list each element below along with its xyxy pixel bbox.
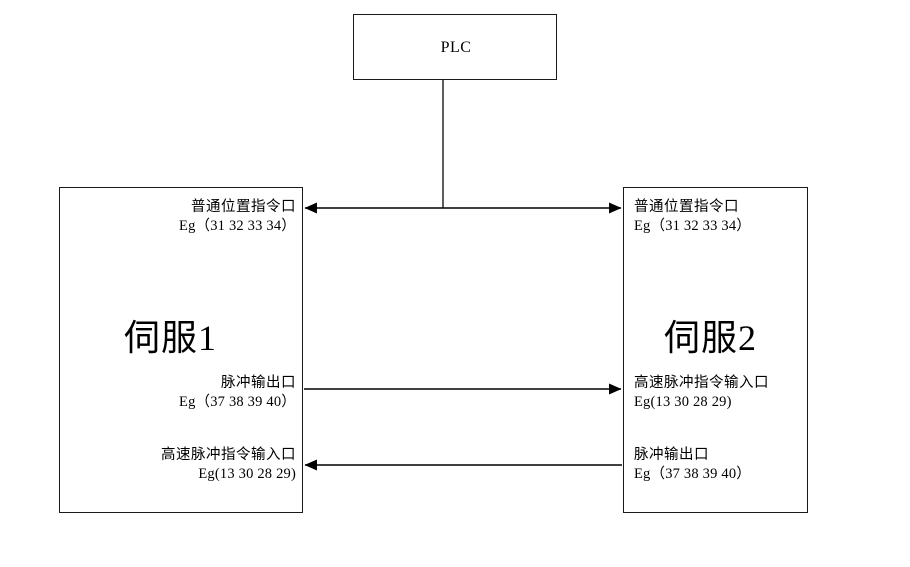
plc-label: PLC (440, 39, 472, 56)
servo2-position-command-port-eg: Eg（31 32 33 34） (634, 218, 751, 235)
servo1-pulse-output-port-eg: Eg（37 38 39 40） (179, 394, 296, 411)
servo1-block[interactable]: 普通位置指令口 Eg（31 32 33 34） 伺服1 脉冲输出口 Eg（37 … (59, 187, 303, 513)
servo2-high-speed-pulse-input-port: 高速脉冲指令输入口 Eg(13 30 28 29) (634, 374, 769, 413)
servo1-title: 伺服1 (124, 318, 218, 358)
servo1-position-command-port: 普通位置指令口 Eg（31 32 33 34） (179, 198, 296, 237)
plc-block[interactable]: PLC (353, 14, 557, 80)
servo1-pulse-output-port: 脉冲输出口 Eg（37 38 39 40） (179, 374, 296, 413)
servo2-high-speed-pulse-input-port-name: 高速脉冲指令输入口 (634, 375, 769, 391)
servo2-position-command-port: 普通位置指令口 Eg（31 32 33 34） (634, 198, 751, 237)
servo2-block[interactable]: 普通位置指令口 Eg（31 32 33 34） 伺服2 高速脉冲指令输入口 Eg… (623, 187, 808, 513)
servo1-high-speed-pulse-input-port-name: 高速脉冲指令输入口 (161, 447, 296, 463)
servo2-pulse-output-port-name: 脉冲输出口 (634, 447, 709, 463)
servo1-position-command-port-eg: Eg（31 32 33 34） (179, 218, 296, 235)
servo1-high-speed-pulse-input-port-eg: Eg(13 30 28 29) (198, 466, 296, 483)
servo2-pulse-output-port-eg: Eg（37 38 39 40） (634, 466, 751, 483)
servo2-pulse-output-port: 脉冲输出口 Eg（37 38 39 40） (634, 446, 751, 485)
servo2-title: 伺服2 (664, 318, 758, 358)
servo1-position-command-port-name: 普通位置指令口 (191, 199, 296, 215)
servo2-position-command-port-name: 普通位置指令口 (634, 199, 739, 215)
servo1-high-speed-pulse-input-port: 高速脉冲指令输入口 Eg(13 30 28 29) (161, 446, 296, 485)
servo1-pulse-output-port-name: 脉冲输出口 (221, 375, 296, 391)
servo2-high-speed-pulse-input-port-eg: Eg(13 30 28 29) (634, 394, 732, 411)
